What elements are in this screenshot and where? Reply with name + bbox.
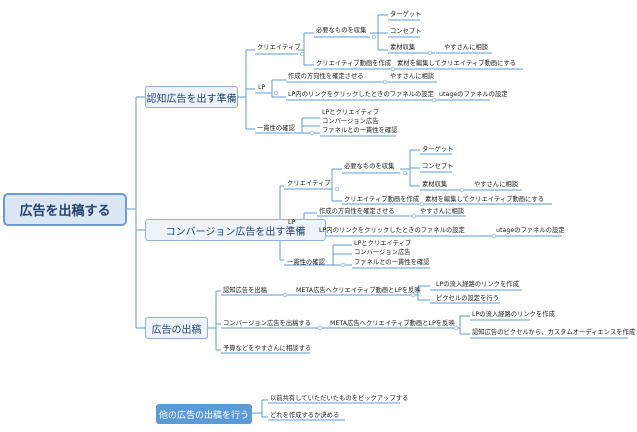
root-topic[interactable]: 広告を出稿する [3,193,127,226]
ninchi-target[interactable]: ターゲット [390,11,422,18]
floating-item[interactable]: 以前共有していただいたものをピックアップする [270,395,409,402]
conv-concept[interactable]: コンセプト [422,163,454,170]
conv-link[interactable]: LP内のリンクをクリックしたときのファネルの設定 [319,227,465,234]
conv-consistency-item[interactable]: コンバージョン広告 [354,249,411,256]
conv-material-note[interactable]: やすさんに相談 [474,181,519,188]
launch-ninchi-item[interactable]: LPの流入経路のリンクを作成 [436,281,519,288]
topic-conversion-prep[interactable]: コンバージョン広告を出す準備 [145,219,326,241]
ninchi-consistency-item[interactable]: コンバージョン広告 [322,118,379,125]
launch-conversion-meta[interactable]: META広告へクリエイティブ動画とLPを反映 [330,320,455,327]
ninchi-material-note[interactable]: やすさんに相談 [444,44,489,51]
conv-link-note[interactable]: utageのファネルの設定 [496,227,565,234]
conv-video[interactable]: クリエイティブ動画を作成 [344,196,420,203]
ninchi-lp[interactable]: LP [258,84,266,91]
conv-target[interactable]: ターゲット [422,146,454,153]
floating-item[interactable]: どれを作成するか決める [270,412,340,419]
launch-ninchi-item[interactable]: ピクセルの設定を行う [436,295,499,302]
conv-direction[interactable]: 作成の方向性を確定させる [319,208,395,215]
ninchi-consistency-item[interactable]: LPとクリエイティブ [322,109,380,116]
ninchi-direction[interactable]: 作成の方向性を確定させる [288,73,364,80]
launch-conversion-item[interactable]: 認知広告のピクセルから、カスタムオーディエンスを作成 [472,329,636,336]
floating-topic[interactable]: 他の広告の出稿を行う [156,404,252,424]
ninchi-concept[interactable]: コンセプト [390,28,422,35]
launch-conversion[interactable]: コンバージョン広告を出稿する [223,320,312,327]
conv-material[interactable]: 素材収集 [422,181,448,188]
ninchi-direction-note[interactable]: やすさんに相談 [390,73,435,80]
conv-direction-note[interactable]: やすさんに相談 [420,208,465,215]
ninchi-collect[interactable]: 必要なものを収集 [316,27,367,34]
ninchi-video-note[interactable]: 素材を編集してクリエイティブ動画にする [397,60,517,67]
conv-collect[interactable]: 必要なものを収集 [344,163,395,170]
conv-video-note[interactable]: 素材を編集してクリエイティブ動画にする [425,196,545,203]
conv-creative[interactable]: クリエイティブ [287,180,331,187]
ninchi-creative[interactable]: クリエイティブ [257,44,301,51]
ninchi-consistency-item[interactable]: ファネルとの一貫性を確認 [322,127,398,134]
conv-consistency-item[interactable]: ファネルとの一貫性を確認 [354,259,430,266]
launch-ninchi[interactable]: 認知広告を出稿 [223,287,268,294]
launch-conversion-item[interactable]: LPの流入経路のリンクを作成 [472,311,555,318]
ninchi-link[interactable]: LP内のリンクをクリックしたときのファネルの設定 [288,91,434,98]
topic-launch[interactable]: 広告の出稿 [145,317,208,339]
ninchi-consistency[interactable]: 一貫性の確認 [257,125,295,132]
ninchi-link-note[interactable]: utageのファネルの設定 [439,91,508,98]
launch-ninchi-meta[interactable]: META広告へクリエイティブ動画とLPを反映 [296,287,421,294]
conv-consistency-item[interactable]: LPとクリエイティブ [354,240,412,247]
ninchi-material[interactable]: 素材収集 [390,44,416,51]
topic-ninchi-prep[interactable]: 認知広告を出す準備 [145,86,238,108]
ninchi-video[interactable]: クリエイティブ動画を作成 [316,60,392,67]
conv-consistency[interactable]: 一貫性の確認 [287,259,325,266]
conv-lp[interactable]: LP [288,219,296,226]
launch-budget[interactable]: 予算などをやすさんに相談する [223,345,312,352]
